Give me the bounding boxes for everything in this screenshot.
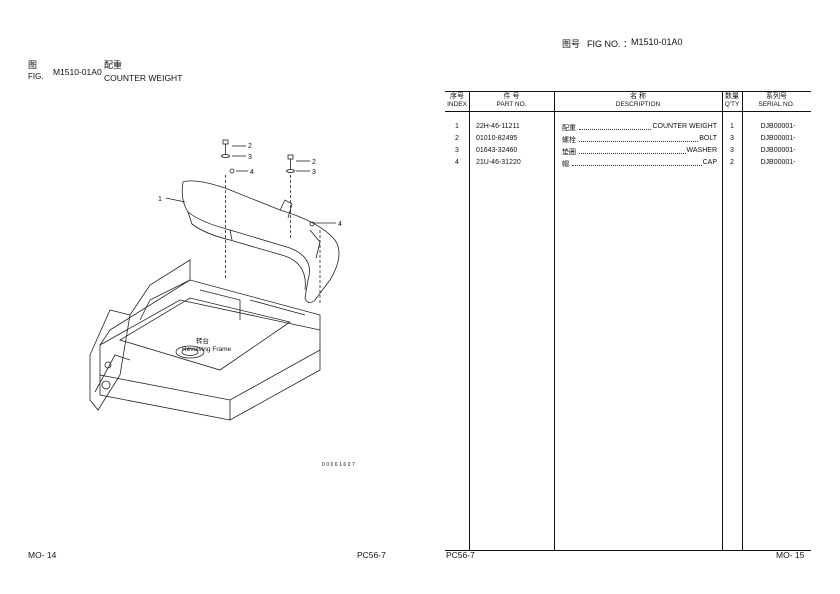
fig-no-value: M1510-01A0 [631,37,683,47]
fig-title-cn: 配重 [104,60,123,70]
drawing-code: 00061607 [322,462,357,468]
row-qty: 3 [730,147,734,154]
row-index: 1 [455,123,459,130]
header-qty: 数量 Q'TY [724,93,740,108]
row-index: 2 [455,135,459,142]
header-description: 名 称 DESCRIPTION [615,93,661,108]
row-part-no: 22H-46-11211 [476,123,520,130]
header-serial: 系列号 SERIAL NO. [758,93,795,108]
fig-no-label-cn: 图号 [562,39,581,49]
row-qty: 3 [730,135,734,142]
row-qty: 1 [730,123,734,130]
counterweight-shape [181,180,340,303]
header-part-no: 件 号 PART NO. [496,93,527,108]
exploded-parts-drawing: 2 3 4 2 3 4 1 转台 Revolving Frame [89,139,342,421]
revolving-frame-shape [99,279,321,401]
callout-1: 1 [158,196,162,203]
callout-4-left: 4 [250,169,254,176]
footer-page-right: MO- 15 [776,550,805,560]
footer-model-left: PC56-7 [357,550,386,560]
fig-label-en: FIG. [28,72,44,81]
row-serial: DJB00001- [760,135,796,142]
row-serial: DJB00001- [760,147,796,154]
callout-4-right: 4 [338,221,342,228]
parts-table: 序号 INDEX 件 号 PART NO. 名 称 DESCRIPTION 数量… [445,91,811,551]
frame-label-cn: 转台 [196,336,209,345]
fig-number: M1510-01A0 [53,67,102,77]
row-index: 3 [455,147,459,154]
footer-model-right: PC56-7 [446,550,475,560]
row-part-no: 01643-32460 [476,147,518,154]
fig-no-label-en: FIG NO. ： [587,39,633,49]
row-part-no: 21U-46-31220 [476,159,521,166]
fig-label-cn: 图 [28,60,38,70]
row-part-no: 01010-82495 [476,135,518,142]
row-serial: DJB00001- [760,123,796,130]
row-serial: DJB00001- [760,159,796,166]
row-index: 4 [455,159,459,166]
row-qty: 2 [730,159,734,166]
callout-3-right: 3 [312,169,316,176]
callout-2-left: 2 [248,143,252,150]
callout-2-right: 2 [312,159,316,166]
callout-3-left: 3 [248,154,252,161]
header-index: 序号 INDEX [447,93,467,108]
footer-page-left: MO- 14 [28,550,57,560]
frame-label-en: Revolving Frame [182,346,232,353]
fig-title-en: COUNTER WEIGHT [104,73,183,83]
